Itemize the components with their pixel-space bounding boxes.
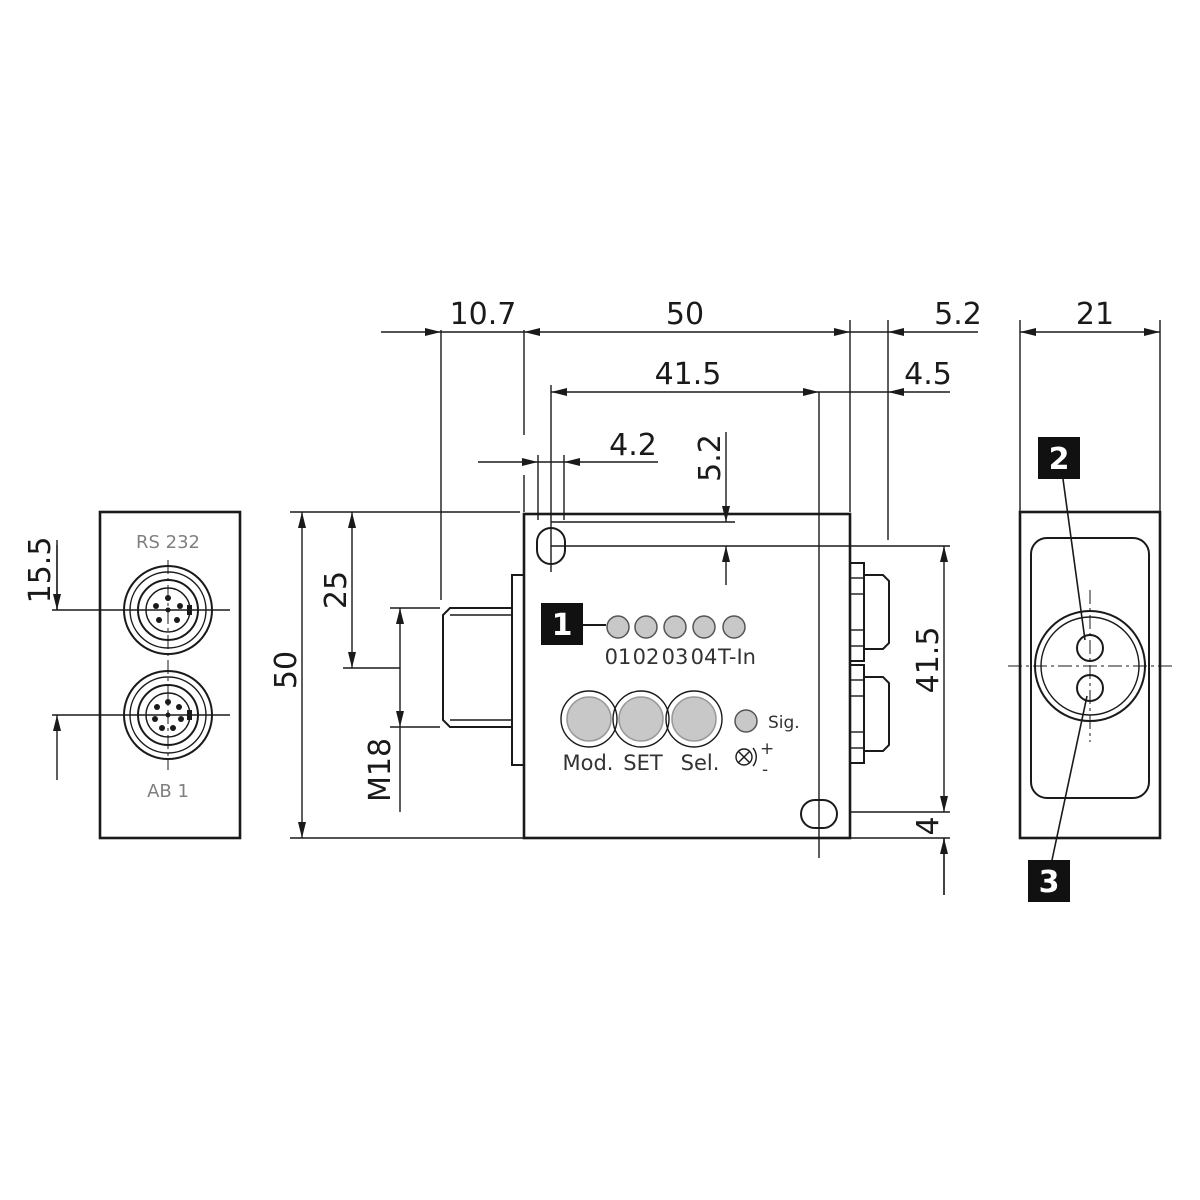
connector-end-view: RS 232 AB 1 bbox=[23, 510, 242, 840]
callout-1-label: 1 bbox=[552, 608, 573, 643]
dim-4-2: 4.2 bbox=[609, 428, 657, 463]
led-label-03: 03 bbox=[662, 645, 689, 669]
dim-41-5-top: 41.5 bbox=[655, 357, 722, 392]
led-label-01: 01 bbox=[605, 645, 632, 669]
callout-3-label: 3 bbox=[1039, 865, 1060, 900]
side-connector-upper bbox=[849, 562, 890, 662]
dim-50-top: 50 bbox=[666, 297, 704, 332]
signal-label: Sig. bbox=[768, 713, 800, 733]
callout-2-label: 2 bbox=[1049, 442, 1070, 477]
dim-5-2-top: 5.2 bbox=[934, 297, 982, 332]
callout-1 bbox=[541, 603, 583, 645]
potentiometer-icon bbox=[735, 747, 757, 767]
set-button bbox=[618, 696, 664, 742]
led-label-04: 04 bbox=[691, 645, 718, 669]
side-view: 21 2 3 bbox=[1008, 297, 1172, 902]
side-housing bbox=[1018, 510, 1162, 840]
led-label-t-in: T-In bbox=[717, 645, 756, 669]
sel-button bbox=[671, 696, 717, 742]
button-label-mod: Mod. bbox=[563, 751, 614, 775]
callout-3 bbox=[1028, 860, 1070, 902]
callout-2 bbox=[1038, 437, 1080, 479]
adjust-minus: - bbox=[762, 760, 768, 780]
connector-label-ab1: AB 1 bbox=[147, 781, 189, 802]
mod-button bbox=[566, 696, 612, 742]
adjust-plus: + bbox=[760, 739, 774, 759]
dim-41-5-right: 41.5 bbox=[911, 627, 946, 694]
led-label-02: 02 bbox=[633, 645, 660, 669]
mounting-flange bbox=[511, 574, 525, 766]
button-group bbox=[560, 690, 723, 748]
connector-housing bbox=[98, 510, 242, 840]
side-connector-lower bbox=[849, 664, 890, 764]
sensor-body bbox=[522, 512, 852, 840]
signal-led bbox=[734, 709, 758, 733]
button-label-sel: Sel. bbox=[681, 751, 720, 775]
dim-50-vertical: 50 bbox=[269, 651, 304, 689]
front-view: 01 02 03 04 T-In 1 Mod. SET Sel. Sig. bbox=[269, 297, 982, 895]
dim-5-2-vertical: 5.2 bbox=[693, 434, 728, 482]
led-01 bbox=[606, 615, 630, 639]
dim-10-7: 10.7 bbox=[450, 297, 517, 332]
dim-25: 25 bbox=[319, 571, 354, 609]
led-row bbox=[606, 615, 746, 639]
led-03 bbox=[663, 615, 687, 639]
dim-21: 21 bbox=[1076, 297, 1114, 332]
led-02 bbox=[634, 615, 658, 639]
m18-thread bbox=[442, 607, 512, 728]
dim-4-5: 4.5 bbox=[904, 357, 952, 392]
button-label-set: SET bbox=[623, 751, 663, 775]
dim-4: 4 bbox=[911, 816, 946, 835]
connector-label-rs232: RS 232 bbox=[136, 532, 200, 553]
dim-15-5: 15.5 bbox=[23, 537, 58, 604]
led-t-in bbox=[722, 615, 746, 639]
dim-m18: M18 bbox=[363, 738, 398, 802]
side-inner-frame bbox=[1030, 537, 1150, 799]
led-04 bbox=[692, 615, 716, 639]
